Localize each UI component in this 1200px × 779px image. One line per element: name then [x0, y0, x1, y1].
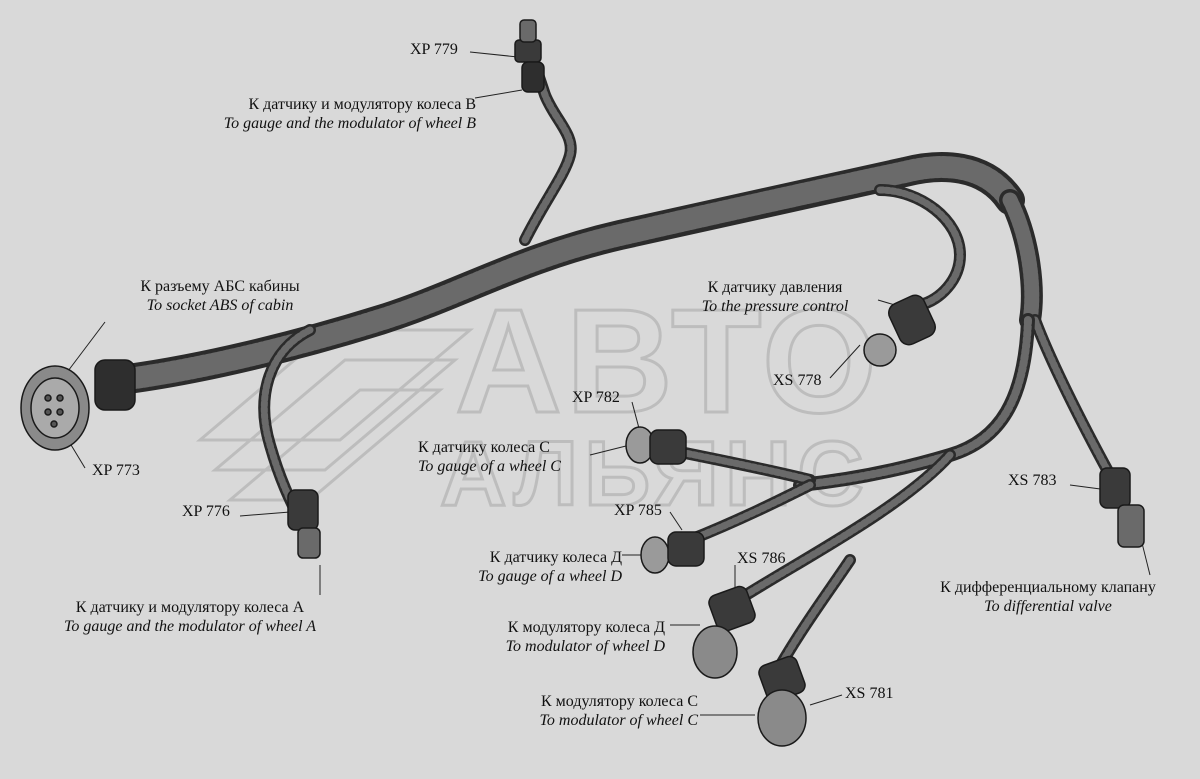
label-mod-c-en: To modulator of wheel C	[539, 712, 698, 729]
label-wheel-d-gauge-en: To gauge of a wheel D	[478, 568, 622, 585]
label-wheel-a-en: To gauge and the modulator of wheel A	[64, 618, 316, 635]
connector-xs781	[757, 655, 807, 747]
label-wheel-d-gauge-ru: К датчику колеса Д	[489, 549, 622, 566]
connector-xs778	[863, 294, 936, 367]
connector-shapes	[20, 19, 1145, 747]
connector-xp779	[514, 19, 545, 93]
label-cabin-ru: К разъему АБС кабины	[140, 278, 300, 295]
label-wheel-c-gauge: К датчику колеса С To gauge of a wheel C	[418, 438, 561, 476]
label-diff-valve: К дифференциальному клапану To different…	[940, 578, 1156, 616]
label-pressure: К датчику давления To the pressure contr…	[702, 278, 849, 316]
connector-xs783	[1099, 467, 1145, 548]
label-wheel-c-gauge-en: To gauge of a wheel C	[418, 458, 561, 475]
watermark-line1: АВТО	[455, 279, 881, 444]
label-wheel-b-en: To gauge and the modulator of wheel B	[223, 115, 476, 132]
label-diff-valve-ru: К дифференциальному клапану	[940, 579, 1156, 596]
connector-xs786	[692, 585, 756, 679]
label-mod-d-ru: К модулятору колеса Д	[507, 619, 665, 636]
code-xp773: XP 773	[92, 462, 140, 479]
label-mod-c: К модулятору колеса С To modulator of wh…	[539, 692, 698, 730]
label-mod-d: К модулятору колеса Д To modulator of wh…	[506, 618, 665, 656]
label-pressure-en: To the pressure control	[701, 298, 849, 315]
label-wheel-a-ru: К датчику и модулятору колеса А	[75, 599, 305, 616]
label-cabin-en: To socket ABS of cabin	[146, 297, 294, 314]
connector-xp773	[20, 359, 136, 451]
label-pressure-ru: К датчику давления	[707, 279, 843, 296]
code-xp779: XP 779	[410, 41, 458, 58]
label-mod-d-en: To modulator of wheel D	[505, 638, 665, 655]
label-cabin: К разъему АБС кабины To socket ABS of ca…	[140, 277, 299, 315]
label-wheel-d-gauge: К датчику колеса Д To gauge of a wheel D	[478, 548, 622, 586]
label-wheel-b: К датчику и модулятору колеса В To gauge…	[224, 95, 476, 133]
label-wheel-c-gauge-ru: К датчику колеса С	[418, 439, 550, 456]
watermark-chevrons	[195, 328, 475, 502]
code-xs778: XS 778	[773, 372, 822, 389]
label-mod-c-ru: К модулятору колеса С	[541, 693, 698, 710]
code-xs783: XS 783	[1008, 472, 1057, 489]
code-xp776: XP 776	[182, 503, 230, 520]
leader-lines	[61, 51, 1151, 716]
code-xs786: XS 786	[737, 550, 786, 567]
label-wheel-a: К датчику и модулятору колеса А To gauge…	[64, 598, 316, 636]
connector-xp785	[640, 531, 705, 574]
code-xs781: XS 781	[845, 685, 894, 702]
label-wheel-b-ru: К датчику и модулятору колеса В	[248, 96, 476, 113]
harness-wires	[105, 59, 1116, 681]
code-xp782: XP 782	[572, 389, 620, 406]
connector-xp782	[625, 426, 687, 465]
code-xp785: XP 785	[614, 502, 662, 519]
connector-xp776	[287, 489, 321, 559]
label-diff-valve-en: To differential valve	[984, 598, 1112, 615]
